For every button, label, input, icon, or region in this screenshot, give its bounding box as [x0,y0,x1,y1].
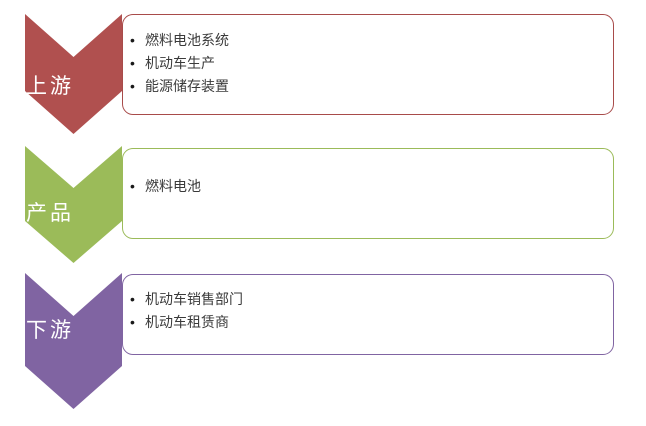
chevron-shape-product [25,146,122,263]
stage-list-box-downstream: • 机动车销售部门 • 机动车租赁商 [122,274,614,355]
list-item-label: 机动车生产 [145,55,215,71]
stage-list-box-upstream: • 燃料电池系统 • 机动车生产 • 能源储存装置 [122,14,614,115]
bullet-icon: • [130,55,135,71]
list-item: • 机动车租赁商 [123,311,613,334]
list-item: • 机动车生产 [123,52,613,75]
list-item: • 机动车销售部门 [123,288,613,311]
bullet-icon: • [130,78,135,94]
list-item-label: 燃料电池系统 [145,32,229,48]
chevron-icon [25,146,122,263]
list-item-label: 能源储存装置 [145,78,229,94]
bullet-icon: • [130,291,135,307]
chevron-icon [25,273,122,409]
list-item: • 燃料电池 [123,175,613,198]
list-item-label: 燃料电池 [145,178,201,194]
stage-list-box-product: • 燃料电池 [122,148,614,239]
chevron-shape-upstream [25,14,122,134]
bullet-icon: • [130,32,135,48]
chevron-icon [25,14,122,134]
stage-item-list-upstream: • 燃料电池系统 • 机动车生产 • 能源储存装置 [123,29,613,98]
list-item-label: 机动车销售部门 [145,291,243,307]
stage-item-list-product: • 燃料电池 [123,175,613,198]
bullet-icon: • [130,178,135,194]
bullet-icon: • [130,314,135,330]
list-item-label: 机动车租赁商 [145,314,229,330]
list-item: • 燃料电池系统 [123,29,613,52]
chevron-shape-downstream [25,273,122,409]
list-item: • 能源储存装置 [123,75,613,98]
stage-item-list-downstream: • 机动车销售部门 • 机动车租赁商 [123,288,613,334]
